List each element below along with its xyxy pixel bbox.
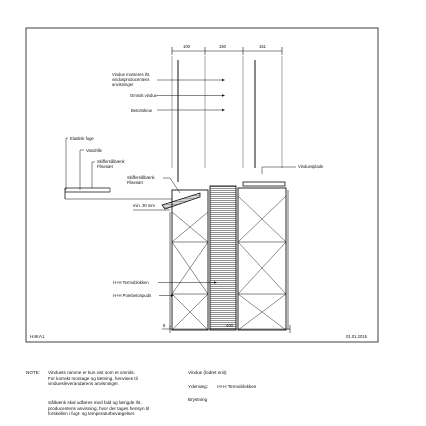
top-dimension-line — [171, 47, 283, 55]
drawing-frame — [25, 27, 379, 343]
bottom-dimension-400: 400 — [226, 323, 234, 328]
notes-p2-line-2: producentens anvisning, hvor der tages h… — [48, 405, 150, 411]
label-thermo-block: H+H Termoblokken — [113, 280, 149, 285]
label-min-dimension: min. 30 mm — [133, 203, 155, 208]
dimension-label-150: 150 — [219, 44, 227, 49]
notes-right: Vindue (lodret snit) Ydervæg: H+H Termob… — [188, 370, 256, 403]
wall-section — [169, 185, 289, 331]
left-sill-detail — [64, 187, 172, 200]
notes-right-parapet: Brystning — [188, 397, 208, 403]
notes-p1-line-3: vinduesleverandørens anvisninger. — [48, 381, 119, 387]
window-outline-lines — [171, 56, 283, 168]
notes-p2-line-3: forskellen i fugt- og temperaturbevægels… — [48, 411, 136, 417]
dimension-label-100: 100 — [183, 44, 191, 49]
bottom-dimension-line — [162, 325, 291, 333]
drawing-id: H4KA1 — [30, 334, 45, 339]
label-window-sill: Vinduesplade — [298, 164, 324, 169]
insulation-core — [209, 185, 237, 331]
label-slate-sill-right-2: Flisesæt — [127, 180, 144, 185]
window-sill-board — [242, 181, 286, 187]
notes-right-title: Vindue (lodret snit) — [188, 370, 227, 375]
drawing-date: 01.01.2015 — [346, 334, 368, 339]
inner-leaf — [237, 187, 287, 331]
leader-drip — [79, 149, 84, 190]
notes-right-wall-value: H+H Termoblokken — [217, 383, 257, 389]
dimension-label-151: 151 — [259, 44, 267, 49]
label-window-note-1: Vindue monteres iht. — [112, 72, 150, 77]
bottom-dimension-8: 8 — [163, 323, 166, 328]
leader-slate-sill-right — [163, 177, 181, 194]
notes-right-wall-label: Ydervæg: — [188, 383, 208, 389]
label-slate-sill-left-1: Skiffersålbænk — [97, 159, 126, 164]
window-frame — [177, 60, 256, 182]
label-aerated-concrete: H+H Porebetonpuds — [113, 293, 151, 298]
leader-window-sill — [261, 166, 296, 174]
leader-elastic-joint — [65, 137, 68, 190]
label-window-note-2: vindusproducentens — [112, 77, 149, 82]
label-concrete-beam: Betonskrue — [131, 108, 153, 113]
notes-p1-line-1: Vinduets ramme er kun vist som et omrids… — [48, 370, 135, 375]
notes-label: NOTE: — [26, 370, 41, 375]
outer-leaf — [171, 189, 209, 331]
label-slate-sill-left-2: Flisesæt — [97, 164, 114, 169]
notes-paragraph-1: Vinduets ramme er kun vist som et omrids… — [48, 370, 138, 387]
notes-p1-line-2: For korrekt montage og tætning, henvises… — [48, 375, 138, 381]
label-window-note-3: anvisninger — [112, 82, 134, 87]
label-window-outline: Omrids vindue — [130, 93, 158, 98]
exterior-slate-sill — [161, 192, 201, 210]
label-slate-sill-right-1: Skiffersålbænk — [127, 175, 156, 180]
leader-slate-sill-left — [91, 161, 95, 188]
label-elastic-joint: Elastisk fuge — [70, 136, 94, 141]
notes-right-wall: Ydervæg: H+H Termoblokken — [188, 384, 256, 390]
notes-paragraph-2: Sålbænk skal udføres med fald og længde … — [48, 400, 149, 417]
notes-p2-line-1: Sålbænk skal udføres med fald og længde … — [48, 400, 142, 405]
label-drip: Vandrille — [86, 148, 103, 153]
